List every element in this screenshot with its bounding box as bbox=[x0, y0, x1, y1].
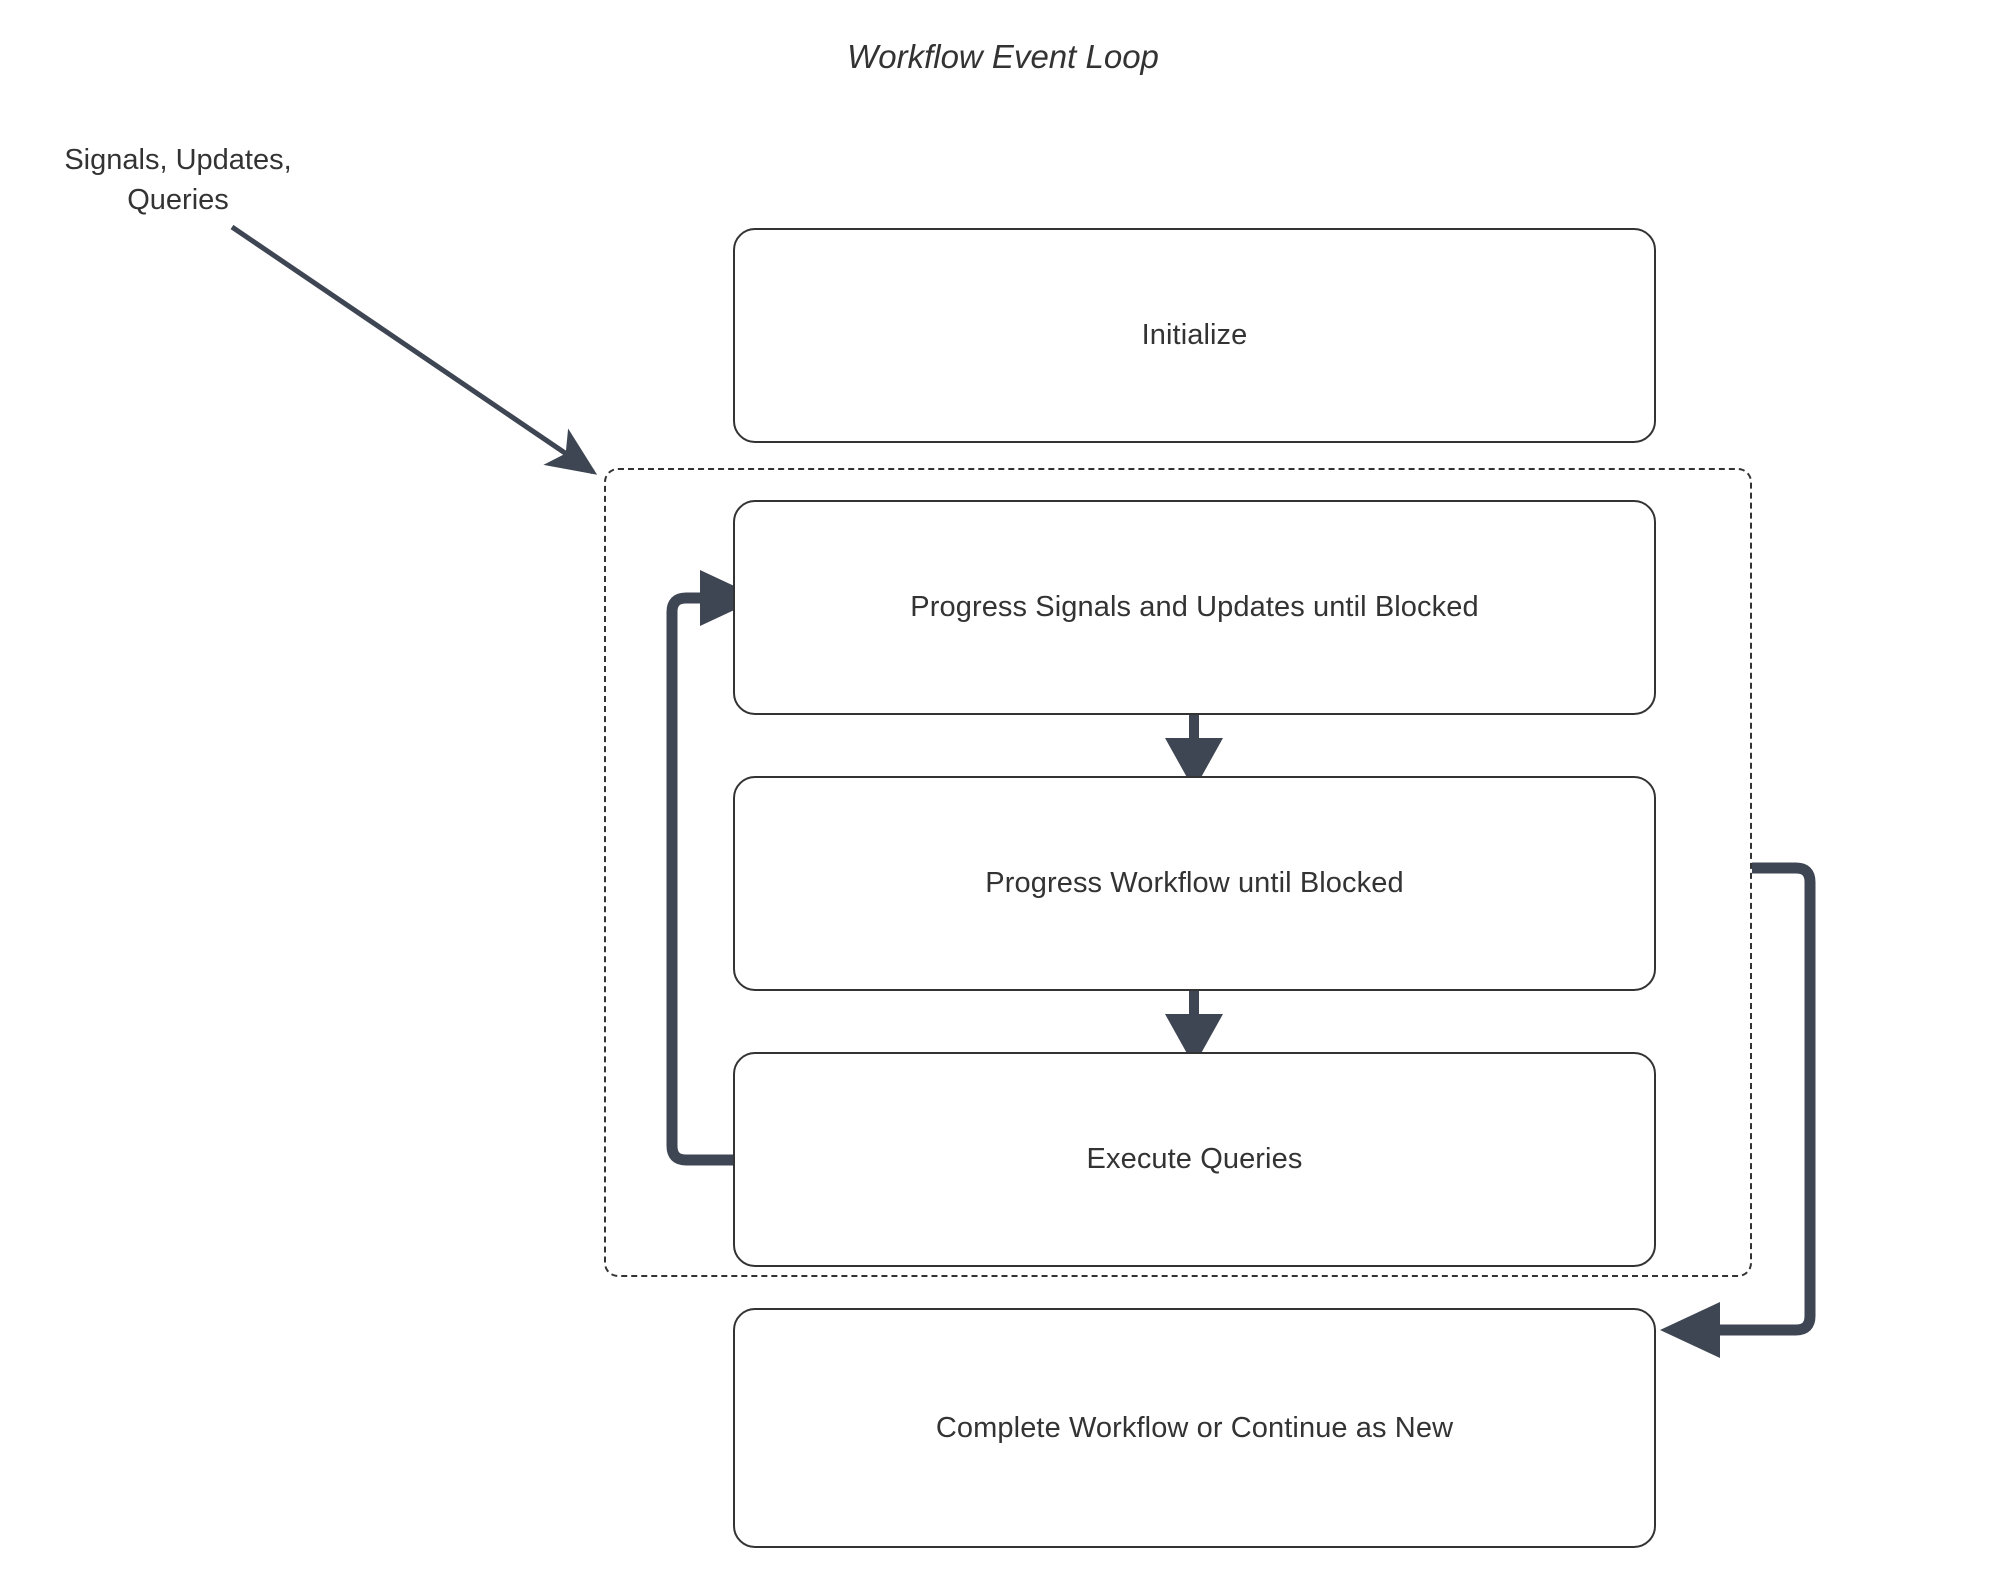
node-progress-workflow[interactable]: Progress Workflow until Blocked bbox=[733, 776, 1656, 991]
node-initialize-label: Initialize bbox=[1141, 319, 1248, 352]
node-complete-workflow[interactable]: Complete Workflow or Continue as New bbox=[733, 1308, 1656, 1548]
external-input-label-line1: Signals, Updates, bbox=[64, 144, 292, 176]
edge-progress-wf-to-exec-queries bbox=[1165, 991, 1223, 1066]
node-initialize[interactable]: Initialize bbox=[733, 228, 1656, 443]
event-loop-group bbox=[604, 468, 1752, 1277]
node-progress-signals-updates-label: Progress Signals and Updates until Block… bbox=[910, 591, 1479, 624]
node-execute-queries-label: Execute Queries bbox=[1086, 1143, 1303, 1176]
node-execute-queries[interactable]: Execute Queries bbox=[733, 1052, 1656, 1267]
edge-loop-back bbox=[666, 570, 760, 1166]
external-input-label: Signals, Updates, Queries bbox=[18, 140, 338, 220]
node-progress-signals-updates[interactable]: Progress Signals and Updates until Block… bbox=[733, 500, 1656, 715]
edge-loop-to-complete bbox=[1660, 862, 1816, 1358]
edge-external-to-loop bbox=[230, 224, 598, 475]
page-title: Workflow Event Loop bbox=[847, 38, 1159, 75]
node-progress-workflow-label: Progress Workflow until Blocked bbox=[985, 867, 1404, 900]
edge-progress-su-to-progress-wf bbox=[1165, 715, 1223, 790]
node-complete-workflow-label: Complete Workflow or Continue as New bbox=[935, 1411, 1454, 1444]
external-input-label-line2: Queries bbox=[127, 184, 229, 217]
